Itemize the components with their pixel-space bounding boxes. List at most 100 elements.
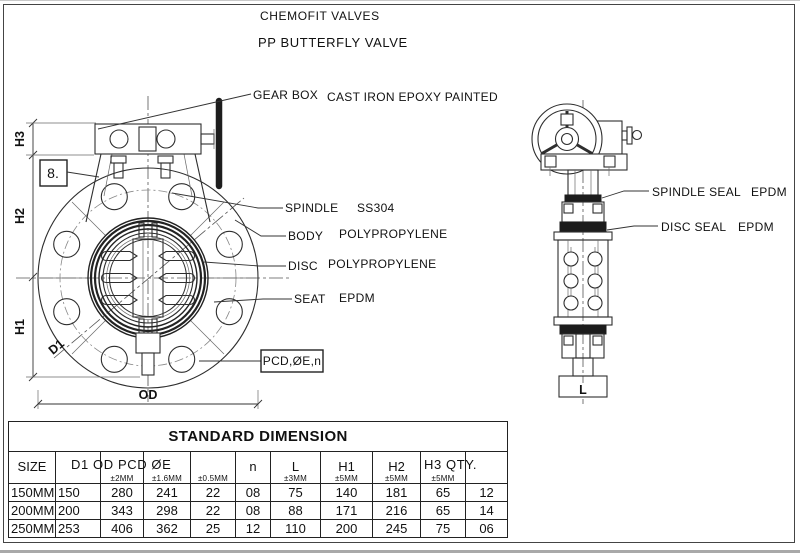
dim-label-h3: H3 [13,131,27,147]
gearbox-mounting-plate [94,123,202,179]
page-border [3,4,795,543]
table-row: 200MM 200 343 298 22 08 88 171 216 65 14 [8,501,509,520]
side-view-drawing: L SPINDLE SEAL EPDM DISC SEAL EPDM [531,100,787,404]
table-cell: 200MM [8,501,56,520]
callout-disc-seal-label: DISC SEAL [661,220,726,234]
table-row: 150MM 150 280 241 22 08 75 140 181 65 12 [8,483,509,502]
table-cell: 181 [372,483,421,502]
table-cell: 110 [270,519,321,538]
disc-face [100,222,196,376]
table-cell: 75 [270,483,321,502]
column-header-d1 [55,451,101,484]
page-edge-top [0,0,800,1]
callout-spindle-seal-label: SPINDLE SEAL [652,185,741,199]
table-cell: 253 [55,519,101,538]
table-cell: 12 [464,483,509,502]
column-header-size: SIZE [8,451,56,484]
callout-seat-material: EPDM [339,291,375,305]
table-cell: 22 [190,501,236,520]
side-disc-bolts [563,251,603,311]
dim-label-od: OD [139,388,158,402]
company-title: CHEMOFIT VALVES [260,9,380,23]
column-header-qty [464,451,509,484]
handwheel-shaft [200,133,215,145]
product-title: PP BUTTERFLY VALVE [258,35,408,50]
spindle-seal-band [564,194,602,203]
table-cell: 150 [55,483,101,502]
dim-label-l: L [579,383,587,397]
diagonal-centerline [53,197,245,359]
valve-drawing: 8. H3 H2 H1 D1 [13,88,787,409]
callout-gear-box-material: CAST IRON EPOXY PAINTED [327,90,498,104]
column-header-h3: ±5MM [420,451,466,484]
table-cell: 216 [372,501,421,520]
column-header-oe: ±0.5MM [190,451,236,484]
height-dimension-chain: H3 H2 H1 [13,118,140,382]
spindle-top [138,126,157,152]
item-number-callout: 8. [39,159,100,187]
table-cell: 245 [372,519,421,538]
table-cell: 08 [235,501,271,520]
flange-outer-circle [37,167,259,389]
gearbox-knob [631,129,643,141]
table-cell: 65 [420,501,466,520]
table-cell: 65 [420,483,466,502]
table-cell: 200 [55,501,101,520]
column-header-n: n [235,451,271,484]
dim-label-h1: H1 [13,319,27,335]
table-cell: 150MM [8,483,56,502]
table-title: STANDARD DIMENSION [7,421,509,452]
callout-gear-box-label: GEAR BOX [253,88,318,102]
column-header-l: L±3MM [270,451,321,484]
bottom-stub [141,352,155,376]
flange-radial-lines [40,201,256,386]
bottom-bearing [135,332,161,354]
lower-seal-band [559,324,607,335]
table-header-row: SIZE ±2MM ±1.6MM ±0.5MM n L±3MM H1±5MM H… [8,451,509,484]
spindle-housing [132,238,164,318]
side-valve-stack: L [553,169,613,398]
side-callouts: SPINDLE SEAL EPDM DISC SEAL EPDM [601,185,787,234]
side-mounting-plate [540,153,628,176]
table-cell: 88 [270,501,321,520]
dim-label-d1: D1 [46,336,67,357]
page-edge-bottom [0,550,800,553]
callout-body-label: BODY [288,229,323,243]
callout-disc-material: POLYPROPYLENE [328,257,436,271]
disc-ribs [100,250,196,306]
plate-bolt-right [156,129,176,149]
table-row: 250MM 253 406 362 25 12 110 200 245 75 0… [8,519,509,538]
front-view-drawing: 8. H3 H2 H1 D1 [13,88,498,409]
callout-disc-label: DISC [288,259,318,273]
pcd-callout: PCD,ØE,n [199,349,324,373]
callout-disc-seal-material: EPDM [738,220,774,234]
table-cell: 06 [464,519,509,538]
od-dimension: OD [33,388,263,409]
standard-dimension-table: STANDARD DIMENSION SIZE ±2MM ±1.6MM ±0.5… [7,421,509,538]
callout-spindle-seal-material: EPDM [751,185,787,199]
dim-label-h2: H2 [13,208,27,224]
table-cell: 08 [235,483,271,502]
callout-seat-label: SEAT [294,292,326,306]
table-cell: 406 [100,519,144,538]
table-cell: 298 [143,501,191,520]
bolt-holes [53,183,243,373]
table-cell: 25 [190,519,236,538]
plate-bolt-left [109,129,129,149]
column-header-od: ±2MM [100,451,144,484]
column-header-pcd: ±1.6MM [143,451,191,484]
table-cell: 362 [143,519,191,538]
table-cell: 280 [100,483,144,502]
table-cell: 343 [100,501,144,520]
table-cell: 22 [190,483,236,502]
handwheel-edge-view [200,97,223,190]
table-cell: 12 [235,519,271,538]
table-cell: 241 [143,483,191,502]
disc-seal-band [559,221,607,233]
column-header-h2: H2±5MM [372,451,421,484]
table-cell: 75 [420,519,466,538]
table-cell: 140 [320,483,373,502]
table-cell: 250MM [8,519,56,538]
table-cell: 171 [320,501,373,520]
